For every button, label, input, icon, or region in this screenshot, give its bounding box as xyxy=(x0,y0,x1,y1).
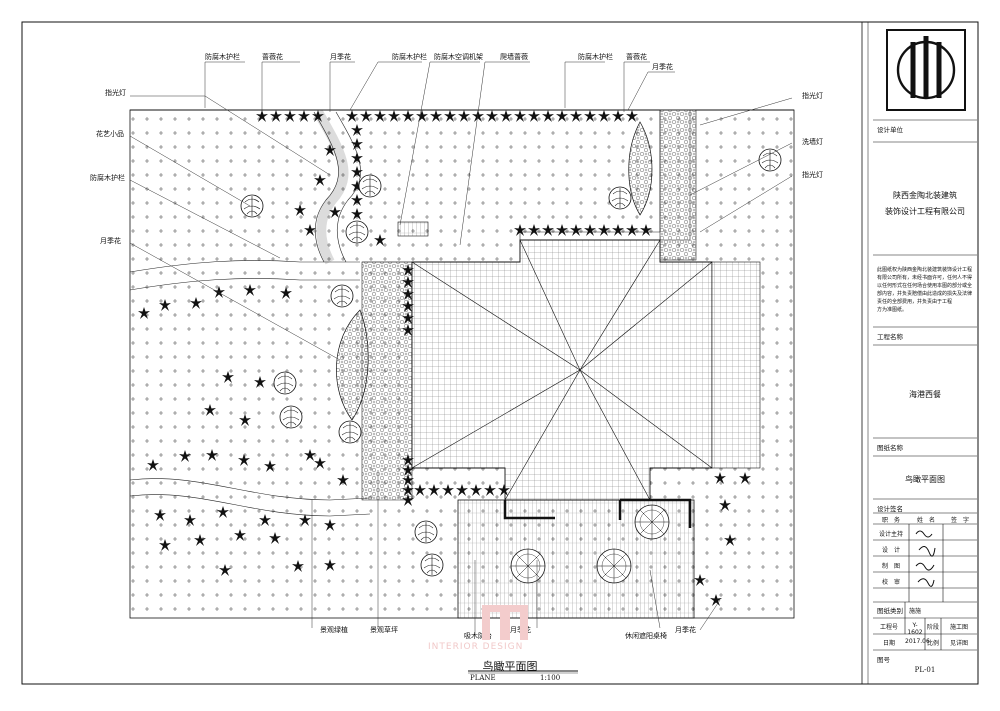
tb-company-line2: 装饰设计工程有限公司 xyxy=(885,207,965,216)
label-bottom-0: 景观绿植 xyxy=(320,626,348,634)
label-left-3: 月季花 xyxy=(100,237,121,245)
tb-notice-line: 以任何形式在任何场合使用本图的部分或全 xyxy=(877,283,973,289)
tb-notice-line: 部内容，并负责赔偿由此造成的损失及法律 xyxy=(877,291,973,297)
tb-category-label: 图纸类别 xyxy=(877,607,903,615)
tb-ratio-label: 比例 xyxy=(926,640,939,647)
label-left-0: 指光灯 xyxy=(105,89,126,97)
tb-sign-row: 校 审 xyxy=(881,579,900,586)
tb-ratio-value: 见详图 xyxy=(949,640,968,647)
drawing-subtitle: PLANE xyxy=(470,674,496,682)
tb-sign-header: 签 字 xyxy=(950,517,970,524)
label-right-1: 洗墙灯 xyxy=(802,138,823,146)
label-top-4: 防腐木空调机架 xyxy=(434,53,483,61)
drawing-title: 鸟瞰平面图 xyxy=(482,660,538,673)
label-right-2: 指光灯 xyxy=(802,171,823,179)
tb-drawing-label: 图纸名称 xyxy=(877,444,903,452)
label-bottom-4: 休闲遮阳桌椅 xyxy=(625,632,667,640)
tb-category-value: 施施 xyxy=(908,608,921,615)
tb-number-value: PL-01 xyxy=(914,666,936,674)
tb-code-label: 工程号 xyxy=(879,624,898,631)
tb-code-value: Y-1602 xyxy=(907,622,923,636)
tb-project-label: 工程名称 xyxy=(877,333,903,341)
label-bottom-5: 月季花 xyxy=(675,626,696,634)
label-top-3: 防腐木护栏 xyxy=(392,53,427,61)
label-top-0: 防腐木护栏 xyxy=(205,53,240,61)
tb-sign-row: 设 计 xyxy=(881,547,900,554)
tb-project-name: 海港西餐 xyxy=(909,390,941,399)
tb-drawing-name: 鸟瞰平面图 xyxy=(905,475,945,484)
label-top-2: 月季花 xyxy=(330,53,351,61)
tb-notice-line: 责任的全部费用，并负责由于工程 xyxy=(877,299,953,305)
drawing-scale: 1:100 xyxy=(540,674,561,682)
title-block-grid xyxy=(873,29,977,651)
label-top-5: 爬墙蔷薇 xyxy=(500,53,528,61)
title-block: 设计单位 陕西金陶北装建筑 装饰设计工程有限公司 此图纸权为陕西金陶北装建筑装饰… xyxy=(873,22,977,683)
company-logo xyxy=(886,29,966,111)
tb-stage-label: 阶段 xyxy=(926,624,939,631)
label-top-7: 蔷薇花 xyxy=(626,53,647,61)
tb-sign-row: 设计主持 xyxy=(878,531,903,538)
tb-company-line1: 陕西金陶北装建筑 xyxy=(893,191,957,200)
tb-sign-row: 制 图 xyxy=(881,563,900,570)
tb-number-label: 图号 xyxy=(877,656,890,664)
tb-sign-label: 设计签名 xyxy=(877,505,903,513)
label-bottom-3: 吸木防台 xyxy=(464,632,492,640)
label-left-1: 花艺小品 xyxy=(96,130,124,138)
tb-date-value: 2017.06 xyxy=(905,638,930,645)
tb-stage-value: 施工图 xyxy=(949,624,968,631)
tb-sign-header: 姓 名 xyxy=(916,517,936,524)
watermark-text: INTERIOR DESIGN xyxy=(428,642,524,652)
watermark-logo xyxy=(482,605,528,640)
tb-signatures xyxy=(915,530,936,587)
tb-notice-line: 方为准图纸。 xyxy=(877,307,908,313)
label-top-1: 蔷薇花 xyxy=(262,53,283,61)
tb-sign-header: 职 务 xyxy=(881,517,901,524)
label-bottom-1: 景观草坪 xyxy=(370,626,398,634)
tb-unit-label: 设计单位 xyxy=(877,126,903,134)
label-top-8: 月季花 xyxy=(652,63,673,71)
label-right-0: 指光灯 xyxy=(802,92,823,100)
tb-notice: 此图纸权为陕西金陶北装建筑装饰设计工程 有限公司所有，未经书面许可，任何人不得 … xyxy=(877,266,975,314)
label-top-6: 防腐木护栏 xyxy=(578,53,613,61)
label-left-2: 防腐木护栏 xyxy=(90,174,125,182)
tb-notice-line: 此图纸权为陕西金陶北装建筑装饰设计工程 xyxy=(877,267,973,273)
tb-date-label: 日期 xyxy=(882,640,895,647)
title-underline xyxy=(468,670,578,674)
tb-notice-line: 有限公司所有，未经书面许可，任何人不得 xyxy=(877,275,973,281)
